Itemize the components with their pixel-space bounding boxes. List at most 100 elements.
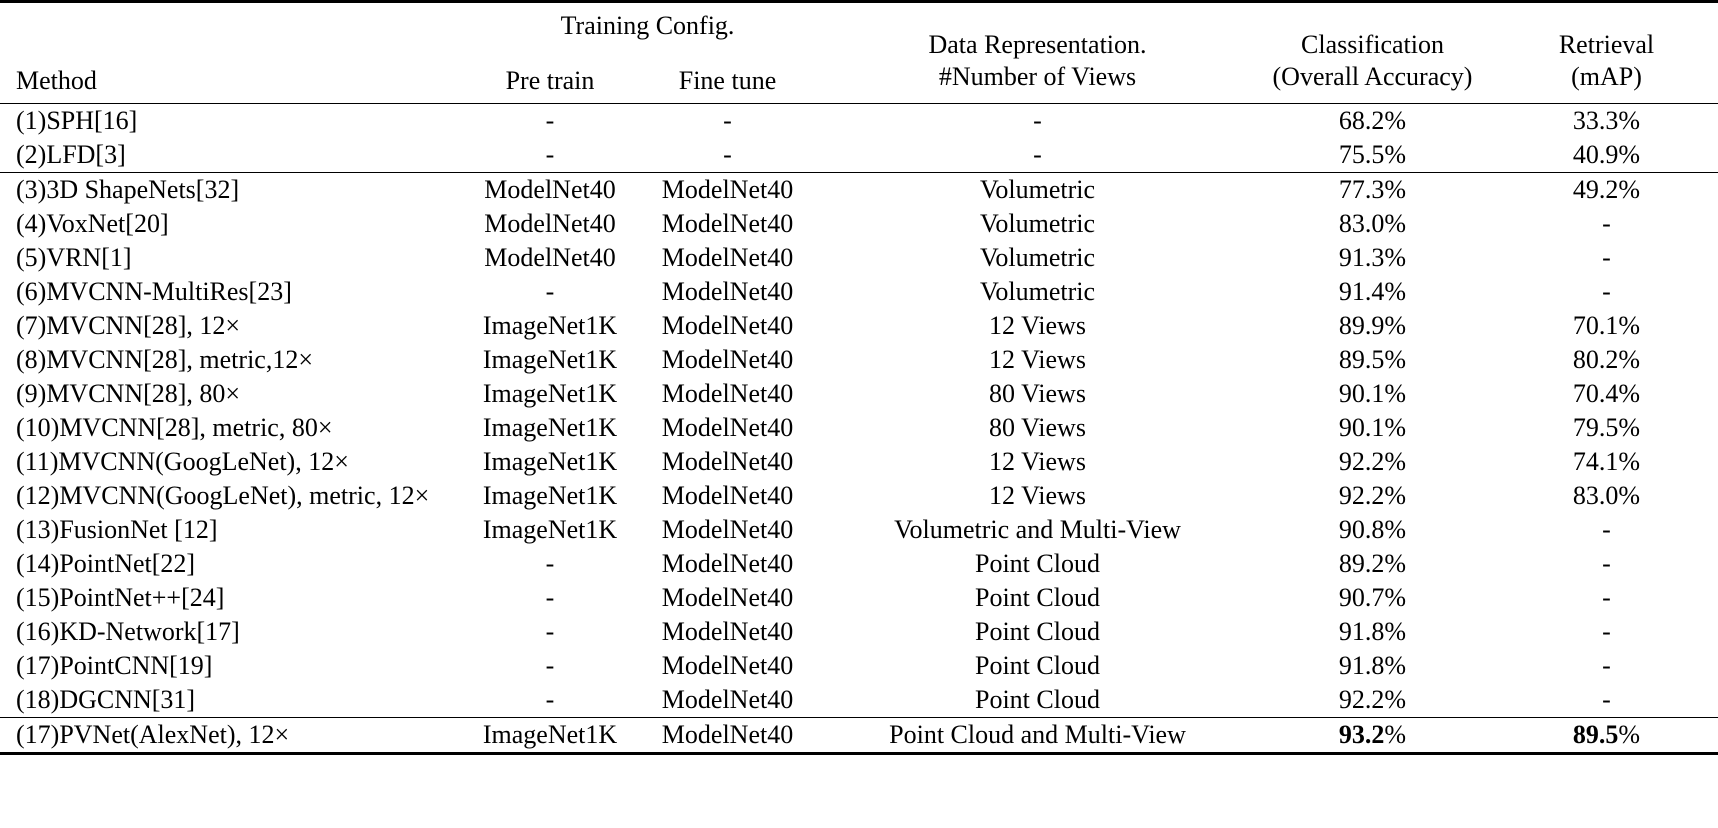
training-config-label: Training Config. [560,11,735,40]
cell-classification: 83.0% [1338,209,1407,238]
table-row: (5)VRN[1] ModelNet40 ModelNet40 Volumetr… [0,241,1718,275]
cell-representation: - [1033,140,1042,169]
cell-fine-tune: ModelNet40 [661,209,794,238]
cell-retrieval: - [1602,243,1611,272]
classification-percent-sign: % [1384,720,1407,749]
table-row: (15)PointNet++[24] - ModelNet40 Point Cl… [0,581,1718,615]
cell-pre-train: ModelNet40 [484,243,616,272]
cell-classification: 93.2% [1250,717,1495,755]
cell-pre-train: ModelNet40 [484,209,616,238]
table-row: (3)3D ShapeNets[32] ModelNet40 ModelNet4… [0,172,1718,207]
cell-pre-train: ImageNet1K [482,413,618,442]
table-row: (7)MVCNN[28], 12× ImageNet1K ModelNet40 … [0,309,1718,343]
cell-representation: Point Cloud [975,549,1100,578]
table-row: (1)SPH[16] - - - 68.2% 33.3% [0,103,1718,138]
cell-fine-tune: ModelNet40 [661,277,794,306]
header-row-group: Method Training Config. Data Representat… [0,1,1718,94]
cell-method: (1)SPH[16] [0,103,470,138]
cell-pre-train: ImageNet1K [482,379,618,408]
cell-retrieval: - [1602,549,1611,578]
cell-representation: Point Cloud [975,685,1100,714]
cell-pre-train: ImageNet1K [482,481,618,510]
cell-classification: 89.9% [1338,311,1407,340]
cell-fine-tune: ModelNet40 [661,243,794,272]
cell-retrieval: - [1602,209,1611,238]
table-row: (11)MVCNN(GoogLeNet), 12× ImageNet1K Mod… [0,445,1718,479]
cell-representation: Volumetric [979,277,1096,306]
table-header: Method Training Config. Data Representat… [0,1,1718,104]
cell-fine-tune: ModelNet40 [661,515,794,544]
cell-retrieval: 83.0% [1572,481,1641,510]
cell-pre-train: - [545,651,555,680]
cell-pre-train: ImageNet1K [482,345,618,374]
cell-classification: 77.3% [1250,172,1495,207]
data-representation-line2: #Number of Views [938,62,1137,92]
cell-classification: 91.4% [1338,277,1407,306]
cell-retrieval: - [1602,685,1611,714]
cell-fine-tune: ModelNet40 [661,583,794,612]
cell-pre-train: - [545,277,555,306]
cell-representation: 12 Views [989,345,1086,374]
table-body: (1)SPH[16] - - - 68.2% 33.3% (2)LFD[3] -… [0,103,1718,755]
cell-fine-tune: ModelNet40 [661,311,794,340]
cell-representation: Volumetric [979,243,1096,272]
table-row: (18)DGCNN[31] - ModelNet40 Point Cloud 9… [0,683,1718,718]
cell-retrieval: 79.5% [1572,413,1641,442]
cell-method: (13)FusionNet [12] [16,515,218,544]
cell-pre-train: ImageNet1K [482,515,618,544]
table-row: (4)VoxNet[20] ModelNet40 ModelNet40 Volu… [0,207,1718,241]
cell-retrieval: 33.3% [1495,103,1718,138]
cell-method: (15)PointNet++[24] [16,583,225,612]
cell-fine-tune: ModelNet40 [661,685,794,714]
cell-fine-tune: ModelNet40 [661,447,794,476]
cell-classification: 90.8% [1338,515,1407,544]
cell-representation: Point Cloud and Multi-View [825,717,1250,755]
cell-classification: 68.2% [1250,103,1495,138]
cell-pre-train: - [545,685,555,714]
cell-method: (10)MVCNN[28], metric, 80× [16,413,333,442]
cell-method: (7)MVCNN[28], 12× [16,311,241,340]
cell-representation: Volumetric and Multi-View [894,515,1181,544]
cell-pre-train: ImageNet1K [482,311,618,340]
cell-representation: 12 Views [989,311,1086,340]
cell-pre-train: ImageNet1K [482,447,618,476]
cell-classification: 92.2% [1338,481,1407,510]
cell-representation: Point Cloud [975,583,1100,612]
cell-fine-tune: ModelNet40 [661,651,794,680]
cell-method: (16)KD-Network[17] [16,617,240,646]
cell-retrieval: 74.1% [1572,447,1641,476]
column-header-retrieval: Retrieval (mAP) [1495,2,1718,104]
table-row: (9)MVCNN[28], 80× ImageNet1K ModelNet40 … [0,377,1718,411]
data-representation-line1: Data Representation. [928,29,1147,59]
cell-classification: 90.1% [1338,379,1407,408]
cell-method: (17)PointCNN[19] [16,651,213,680]
cell-fine-tune: ModelNet40 [661,345,794,374]
cell-classification: 90.7% [1338,583,1407,612]
cell-pre-train: ModelNet40 [470,172,630,207]
table-row-proposed: (17)PVNet(AlexNet), 12× ImageNet1K Model… [0,717,1718,755]
cell-retrieval: 89.5% [1495,717,1718,755]
column-header-training-config: Training Config. [470,2,825,68]
classification-best-value: 93.2 [1338,720,1385,749]
cell-method: (12)MVCNN(GoogLeNet), metric, 12× [16,481,430,510]
table-row: (8)MVCNN[28], metric,12× ImageNet1K Mode… [0,343,1718,377]
cell-representation: 12 Views [989,447,1086,476]
cell-pre-train: - [470,103,630,138]
table-row: (17)PointCNN[19] - ModelNet40 Point Clou… [0,649,1718,683]
column-header-data-representation: Data Representation. #Number of Views [825,2,1250,104]
cell-method: (5)VRN[1] [16,243,132,272]
cell-retrieval: - [1602,617,1611,646]
cell-retrieval: - [1602,651,1611,680]
cell-method: (14)PointNet[22] [16,549,196,578]
classification-line2: (Overall Accuracy) [1272,62,1473,92]
cell-retrieval: 80.2% [1572,345,1641,374]
cell-representation: - [825,103,1250,138]
cell-method: (6)MVCNN-MultiRes[23] [16,277,292,306]
table-row: (10)MVCNN[28], metric, 80× ImageNet1K Mo… [0,411,1718,445]
retrieval-percent-sign: % [1618,720,1641,749]
cell-method: (9)MVCNN[28], 80× [16,379,241,408]
cell-representation: Volumetric [825,172,1250,207]
cell-fine-tune: ModelNet40 [630,717,825,755]
cell-pre-train: - [545,549,555,578]
cell-representation: Volumetric [979,209,1096,238]
